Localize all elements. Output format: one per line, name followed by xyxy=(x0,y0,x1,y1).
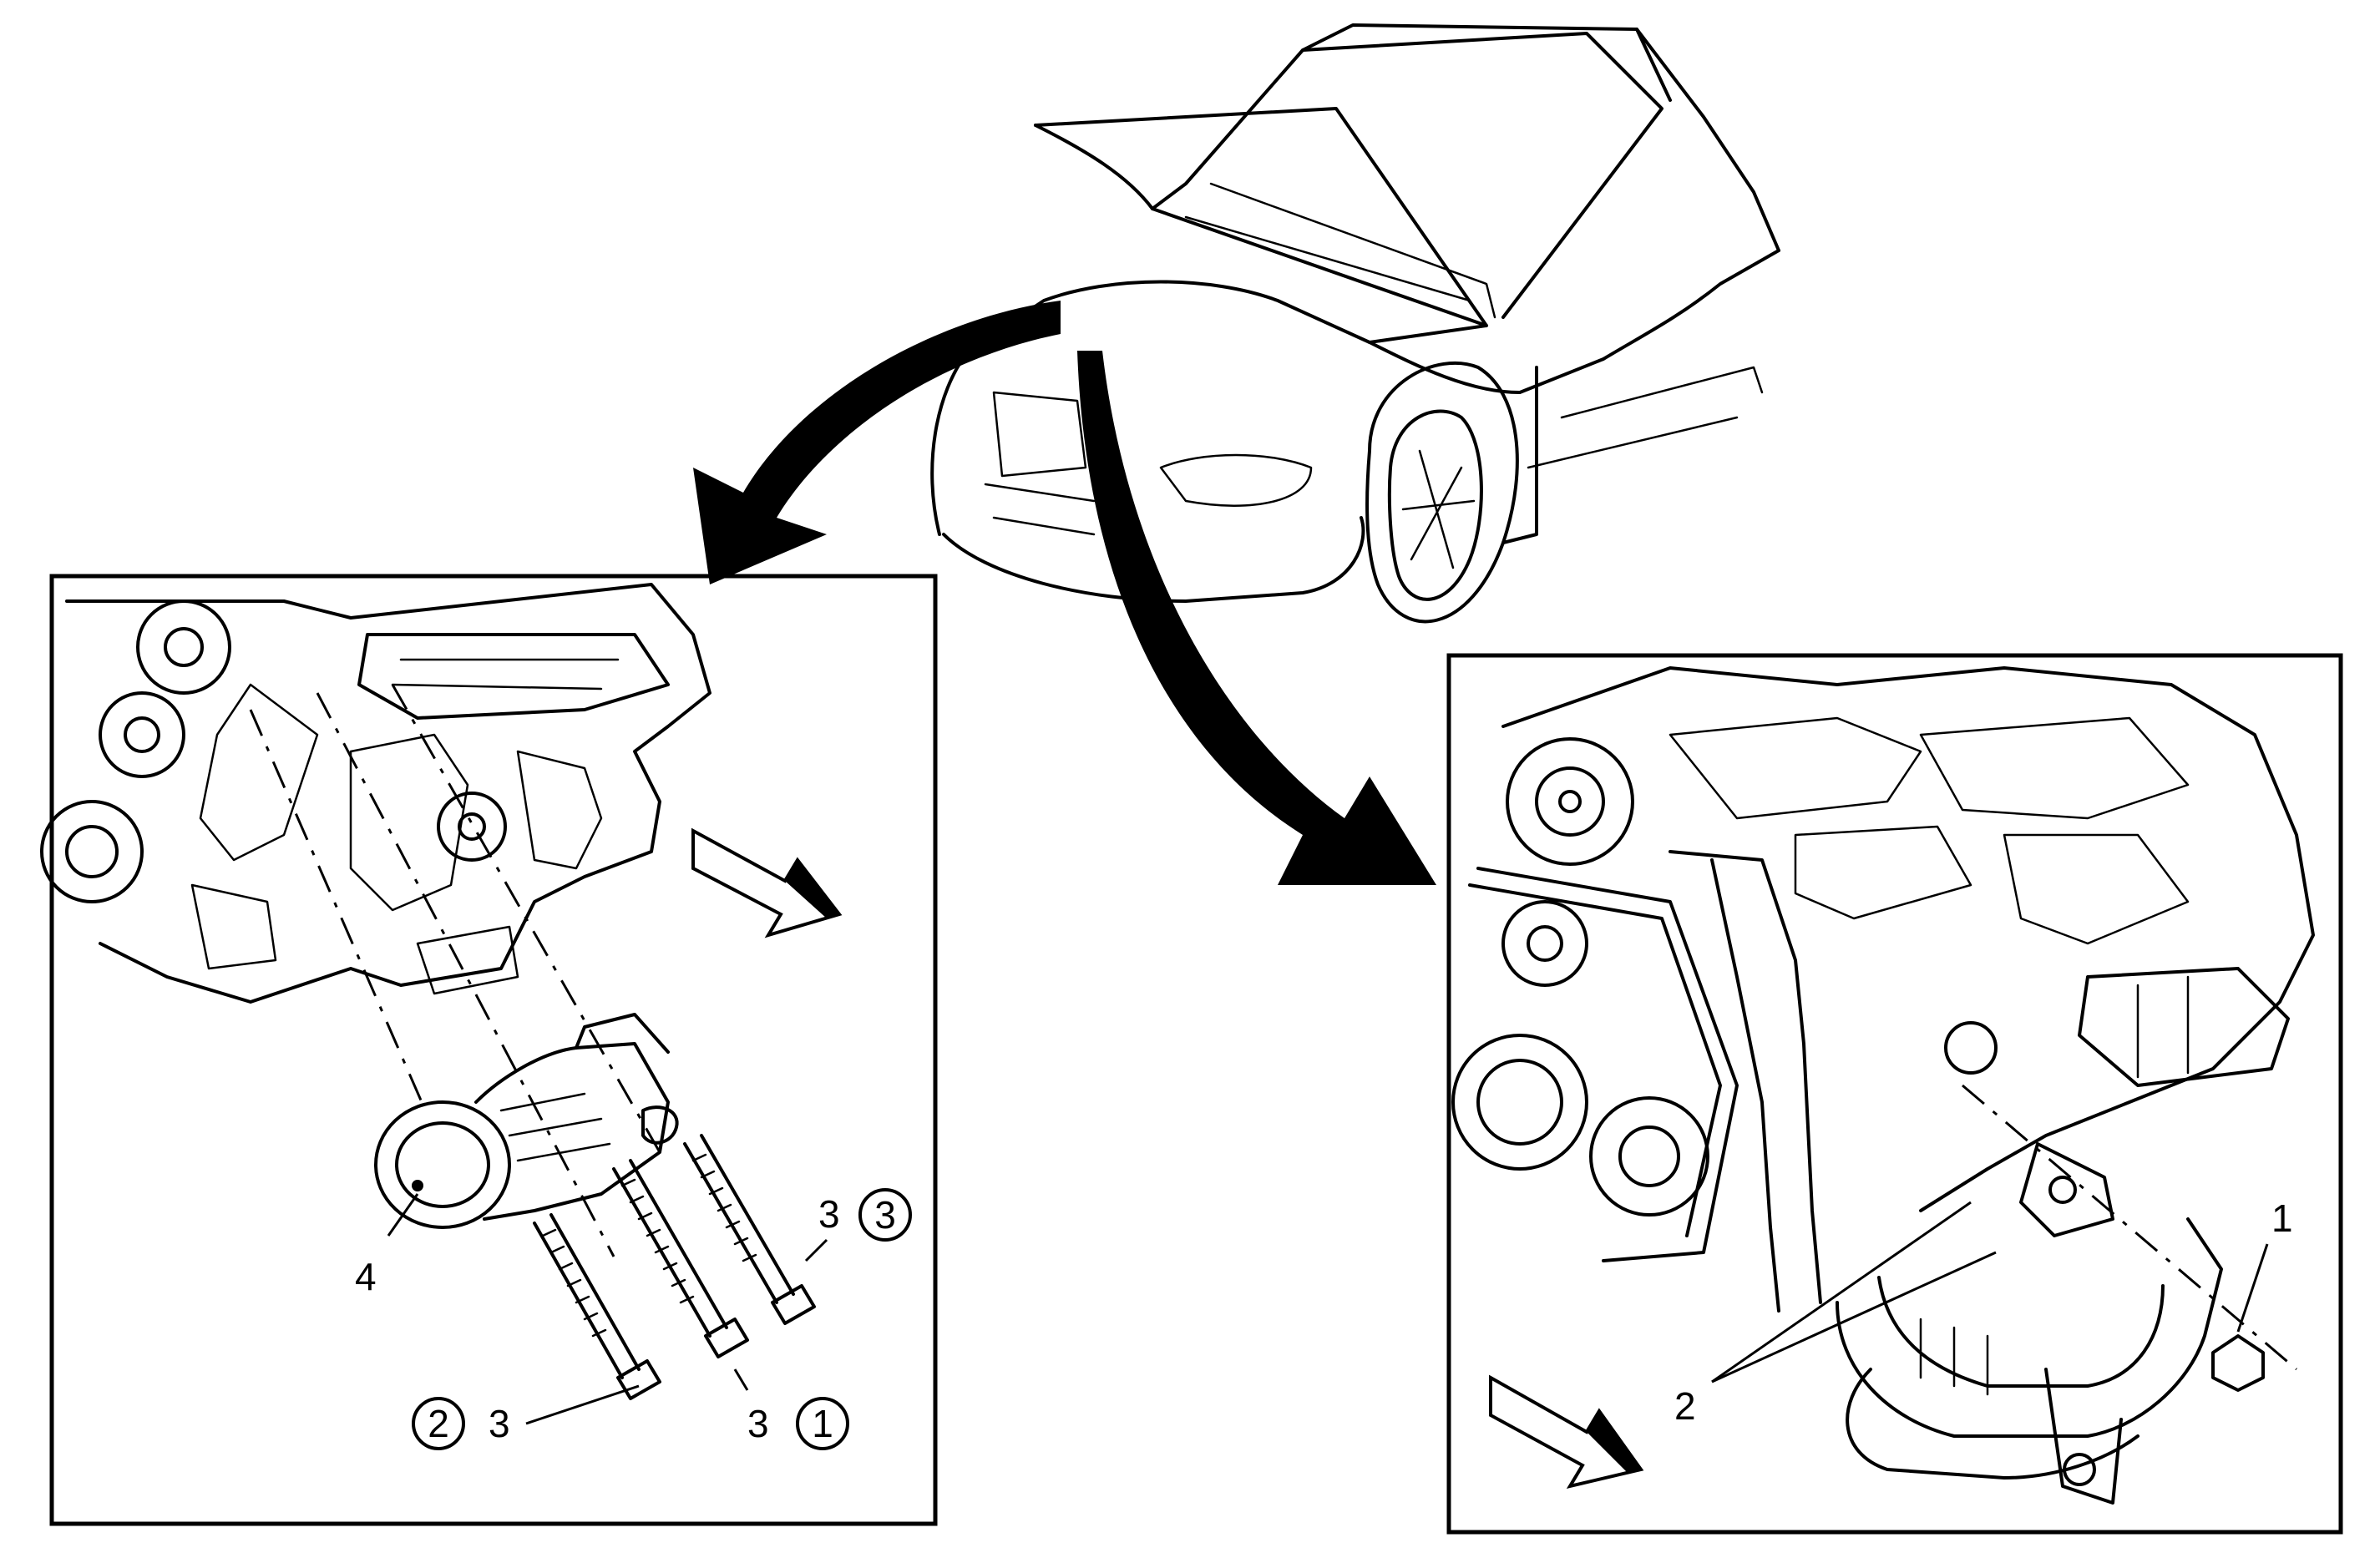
callout-3-step1: 3 1 xyxy=(733,1368,849,1450)
vehicle-illustration xyxy=(930,23,1780,624)
callout-3-step2: 2 3 xyxy=(412,1384,640,1450)
callout-3-step3-number: 3 xyxy=(818,1192,840,1236)
callout-4: 4 xyxy=(355,1193,419,1298)
front-direction-arrow-right xyxy=(1489,1374,1644,1490)
callout-3-step3-step: 3 xyxy=(874,1193,896,1237)
left-engine-illustration xyxy=(40,583,843,1400)
left-detail-panel xyxy=(49,574,938,1526)
step-circle-2 xyxy=(412,1397,465,1450)
compressor-bolt-3 xyxy=(683,1134,816,1325)
step-circle-1 xyxy=(796,1397,849,1450)
callout-2: 2 xyxy=(1674,1201,1997,1428)
front-direction-arrow-left xyxy=(691,827,843,938)
view-arrow-right xyxy=(1077,351,1436,885)
callout-1-number: 1 xyxy=(2271,1196,2293,1240)
right-engine-illustration xyxy=(1451,666,2315,1505)
view-arrow-left xyxy=(693,301,1061,584)
callout-2-number: 2 xyxy=(1674,1384,1696,1428)
callout-3-step3: 3 3 xyxy=(804,1188,912,1262)
callout-3-step2-number: 3 xyxy=(489,1402,510,1445)
callout-3-step1-step: 1 xyxy=(812,1402,833,1445)
callout-4-number: 4 xyxy=(355,1255,377,1298)
callout-3-step2-step: 2 xyxy=(428,1402,449,1445)
right-detail-panel xyxy=(1446,653,2343,1535)
step-circle-3 xyxy=(858,1188,912,1242)
callout-3-step1-number: 3 xyxy=(747,1402,769,1445)
compressor-bolt-2 xyxy=(533,1213,661,1400)
callout-1: 1 xyxy=(2236,1196,2293,1333)
compressor-bolt-1 xyxy=(612,1159,749,1358)
